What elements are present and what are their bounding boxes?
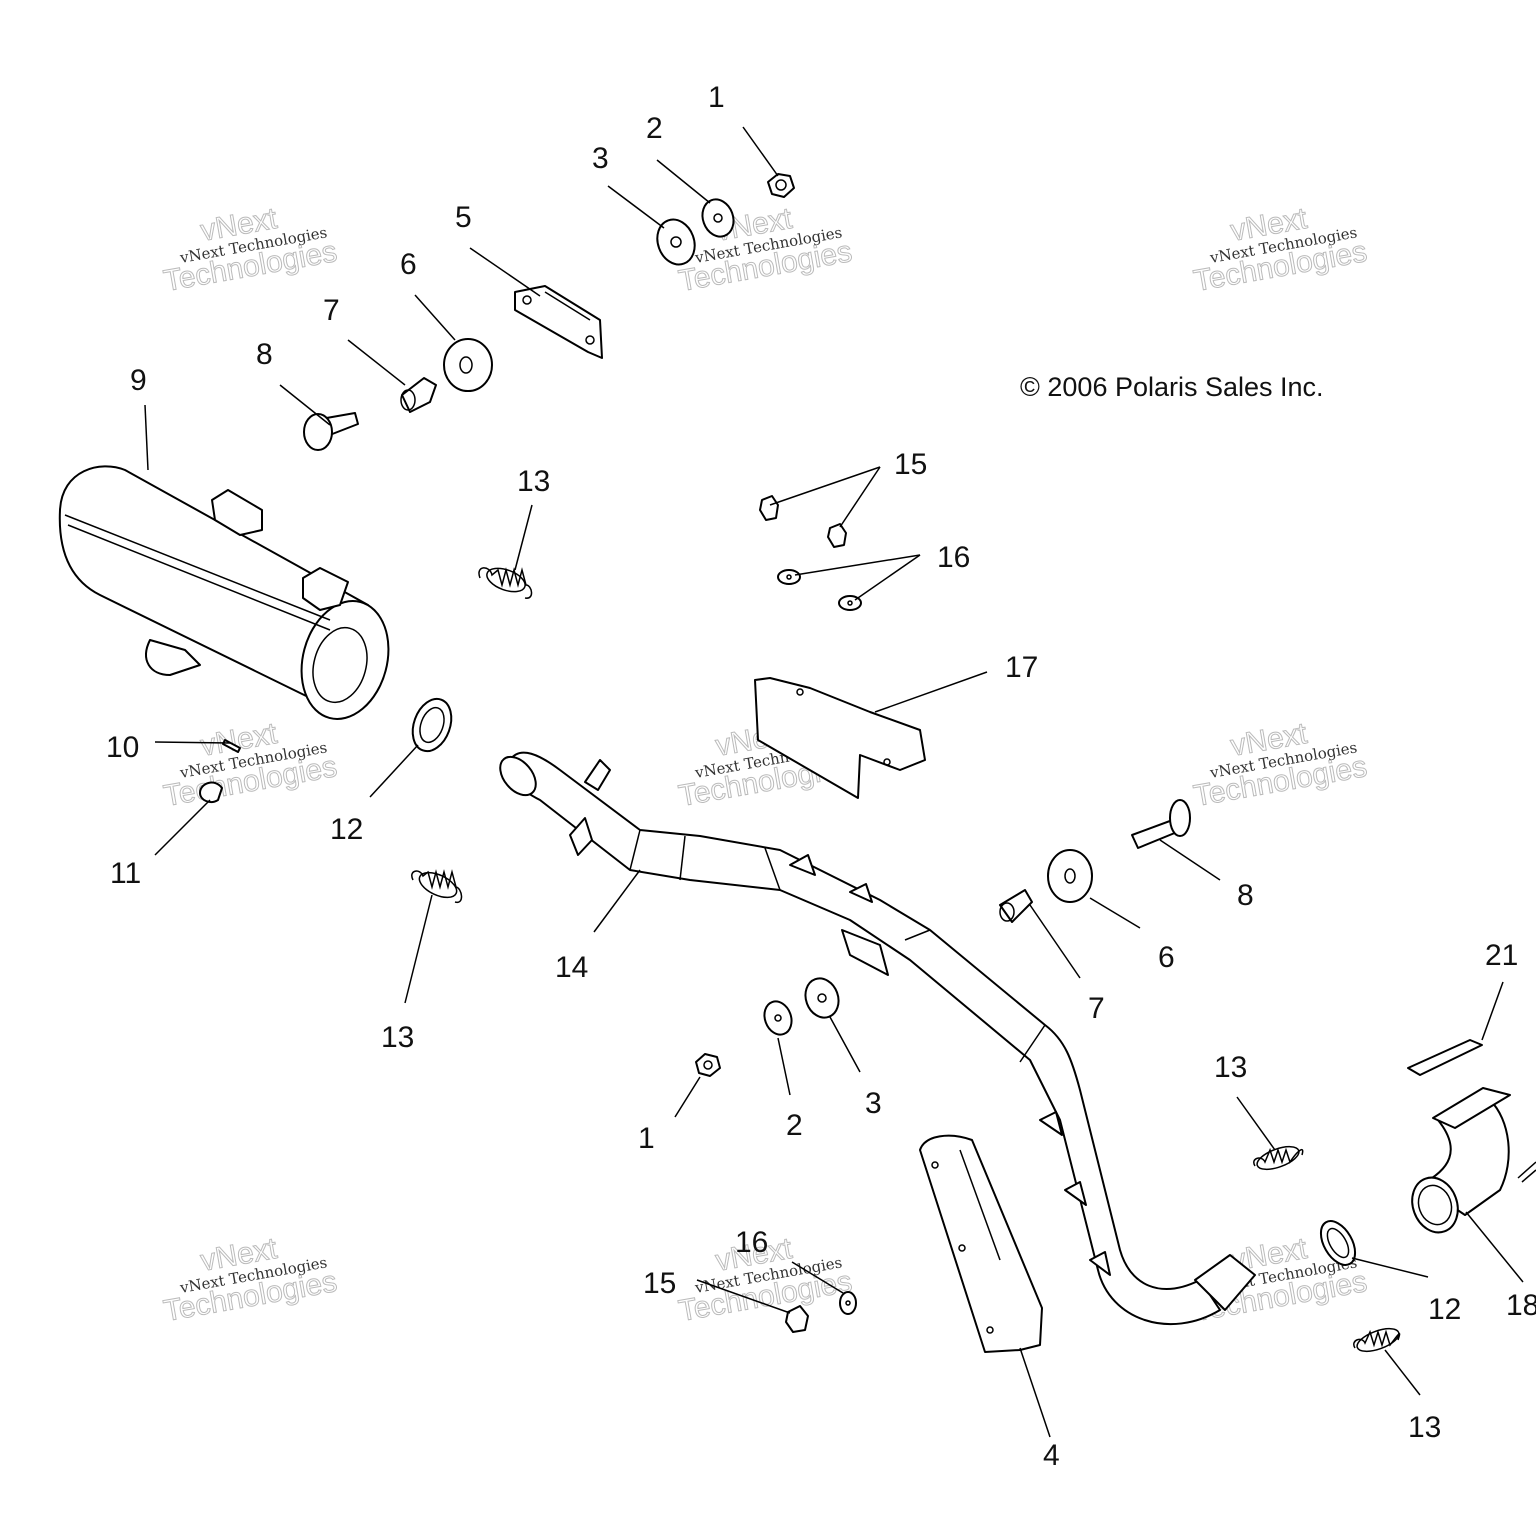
callout-6-top: 6 xyxy=(400,248,417,281)
large-washer-top-part xyxy=(656,218,696,266)
flange-bolt-bottom-part xyxy=(785,1305,809,1333)
callout-13-b: 13 xyxy=(381,1021,414,1054)
grommet-top-part xyxy=(443,338,493,392)
callout-4: 4 xyxy=(1043,1439,1060,1472)
spring-a-part xyxy=(478,567,533,599)
callout-7-right: 7 xyxy=(1088,992,1105,1025)
callout-15-bottom: 15 xyxy=(643,1267,676,1300)
callout-13-a: 13 xyxy=(517,465,550,498)
callout-17: 17 xyxy=(1005,651,1038,684)
spring-d-part xyxy=(1353,1327,1401,1353)
washer-top-part xyxy=(701,198,735,238)
callout-13-d: 13 xyxy=(1408,1411,1441,1444)
callout-18: 18 xyxy=(1506,1289,1536,1322)
exhaust-gasket-part xyxy=(1407,1039,1483,1076)
watermark-bottom-left: vNext vNext Technologies Technologies xyxy=(161,1231,340,1328)
spring-c-part xyxy=(1253,1145,1304,1171)
callout-9: 9 xyxy=(130,364,147,397)
callout-12-right: 12 xyxy=(1428,1293,1461,1326)
bolt-top-part xyxy=(303,412,359,451)
callout-10: 10 xyxy=(106,731,139,764)
flange-bolt-top-a-part xyxy=(759,495,779,521)
elbow-pipe-part xyxy=(1411,1087,1511,1234)
sleeve-top-part xyxy=(400,377,437,413)
gasket-ring-right-part xyxy=(1319,1220,1357,1266)
small-washer-top-a-part xyxy=(777,569,801,585)
callout-8-right: 8 xyxy=(1237,879,1254,912)
callout-3-bottom: 3 xyxy=(865,1087,882,1120)
callout-3-top: 3 xyxy=(592,142,609,175)
bracket-part xyxy=(514,285,603,359)
gasket-ring-left-part xyxy=(411,697,453,753)
leader-lines xyxy=(144,126,1524,1438)
flange-bolt-top-b-part xyxy=(827,523,847,548)
watermark-top-center: vNext vNext Technologies Technologies xyxy=(676,201,855,298)
callout-5: 5 xyxy=(455,201,472,234)
spring-b-part xyxy=(411,869,463,904)
nut-top-part xyxy=(767,173,795,198)
watermark-mid-left: vNext vNext Technologies Technologies xyxy=(161,716,340,813)
small-washer-bottom-part xyxy=(839,1291,857,1315)
heat-shield-upper-part xyxy=(754,677,926,799)
callout-13-c: 13 xyxy=(1214,1051,1247,1084)
copyright-text: © 2006 Polaris Sales Inc. xyxy=(1020,372,1324,402)
callout-7-top: 7 xyxy=(323,294,340,327)
heat-shield-lower-part xyxy=(919,1134,1043,1353)
muffler-part xyxy=(58,465,390,720)
callout-6-right: 6 xyxy=(1158,941,1175,974)
callout-12-left: 12 xyxy=(330,813,363,846)
callout-1-bottom: 1 xyxy=(638,1122,655,1155)
watermark-mid-right: vNext vNext Technologies Technologies xyxy=(1191,716,1370,813)
sleeve-right-part xyxy=(999,889,1033,923)
callout-2-bottom: 2 xyxy=(786,1109,803,1142)
callout-8-top: 8 xyxy=(256,338,273,371)
watermark-top-left: vNext vNext Technologies Technologies xyxy=(161,201,340,298)
grommet-right-part xyxy=(1047,849,1093,903)
callout-16-top: 16 xyxy=(937,541,970,574)
bolt-right-part xyxy=(1131,799,1191,849)
edge-stud-part xyxy=(1517,1161,1536,1183)
callout-15-top: 15 xyxy=(894,448,927,481)
callout-2-top: 2 xyxy=(646,112,663,145)
clip-part xyxy=(199,781,223,803)
callout-14: 14 xyxy=(555,951,588,984)
callout-21: 21 xyxy=(1485,939,1518,972)
head-pipe-part xyxy=(499,751,1256,1325)
nut-bottom-part xyxy=(695,1053,721,1077)
washer-bottom-part xyxy=(763,1000,793,1036)
callout-1-top: 1 xyxy=(708,81,725,114)
callout-11: 11 xyxy=(110,857,141,890)
callout-16-bottom: 16 xyxy=(735,1226,768,1259)
large-washer-bottom-part xyxy=(804,977,840,1019)
watermark-top-right: vNext vNext Technologies Technologies xyxy=(1191,201,1370,298)
